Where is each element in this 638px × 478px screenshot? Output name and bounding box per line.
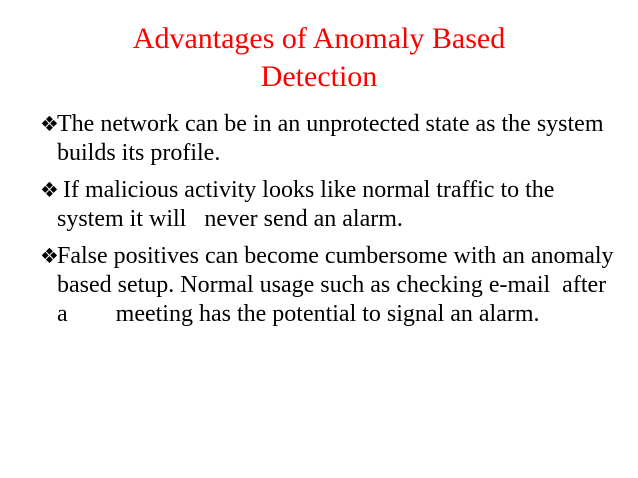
diamond-bullet-icon: ❖ xyxy=(40,112,59,136)
slide-title: Advantages of Anomaly Based Detection xyxy=(0,20,638,96)
bullet-item-3: ❖ False positives can become cumbersome … xyxy=(40,242,620,329)
bullet-item-2: ❖ If malicious activity looks like norma… xyxy=(40,176,620,234)
diamond-bullet-icon: ❖ xyxy=(40,178,59,202)
slide-body: ❖ The network can be in an unprotected s… xyxy=(40,110,620,337)
title-line-2: Detection xyxy=(260,60,378,93)
bullet-item-3-text: False positives can become cumbersome wi… xyxy=(57,243,614,327)
bullet-item-1: ❖ The network can be in an unprotected s… xyxy=(40,110,620,168)
bullet-item-1-text: The network can be in an unprotected sta… xyxy=(57,111,610,166)
diamond-bullet-icon: ❖ xyxy=(40,244,59,268)
title-line-1: Advantages of Anomaly Based xyxy=(132,22,506,55)
bullet-item-2-text: If malicious activity looks like normal … xyxy=(57,177,561,232)
